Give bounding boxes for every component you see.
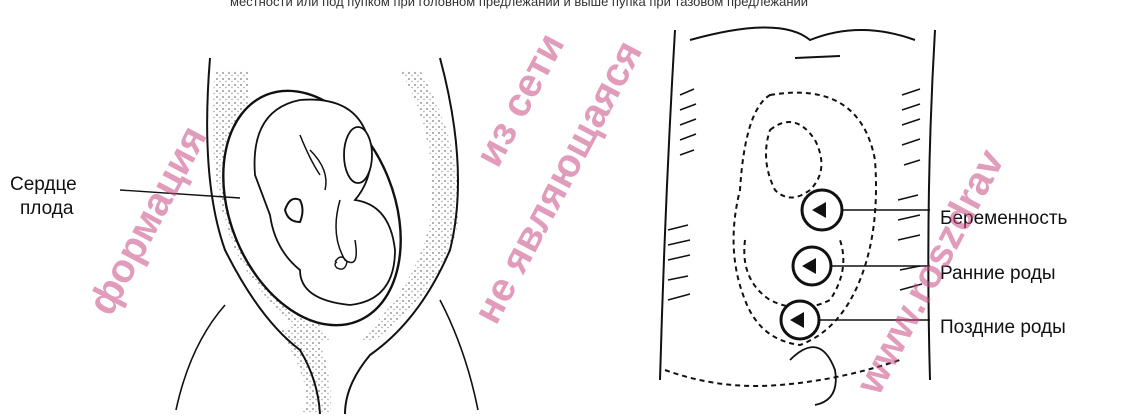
left-figure: Сердце плода	[10, 58, 478, 414]
top-text-line: местности или под пупком при головном пр…	[230, 0, 808, 9]
watermark-text-1: формация	[80, 119, 216, 322]
breast-line	[690, 28, 915, 41]
heart-label-line2: плода	[20, 198, 74, 219]
left-leg-outline	[176, 305, 225, 410]
right-leg-outline	[440, 300, 478, 410]
left-rib-hatching	[668, 89, 696, 300]
late-labor-label: Поздние роды	[940, 317, 1066, 338]
breast-dash	[795, 56, 840, 58]
lower-body-outline	[790, 347, 836, 405]
fetal-head	[344, 127, 372, 183]
heart-label-line1: Сердце	[10, 174, 77, 195]
watermark-text-2: не являющаяся	[465, 33, 651, 330]
